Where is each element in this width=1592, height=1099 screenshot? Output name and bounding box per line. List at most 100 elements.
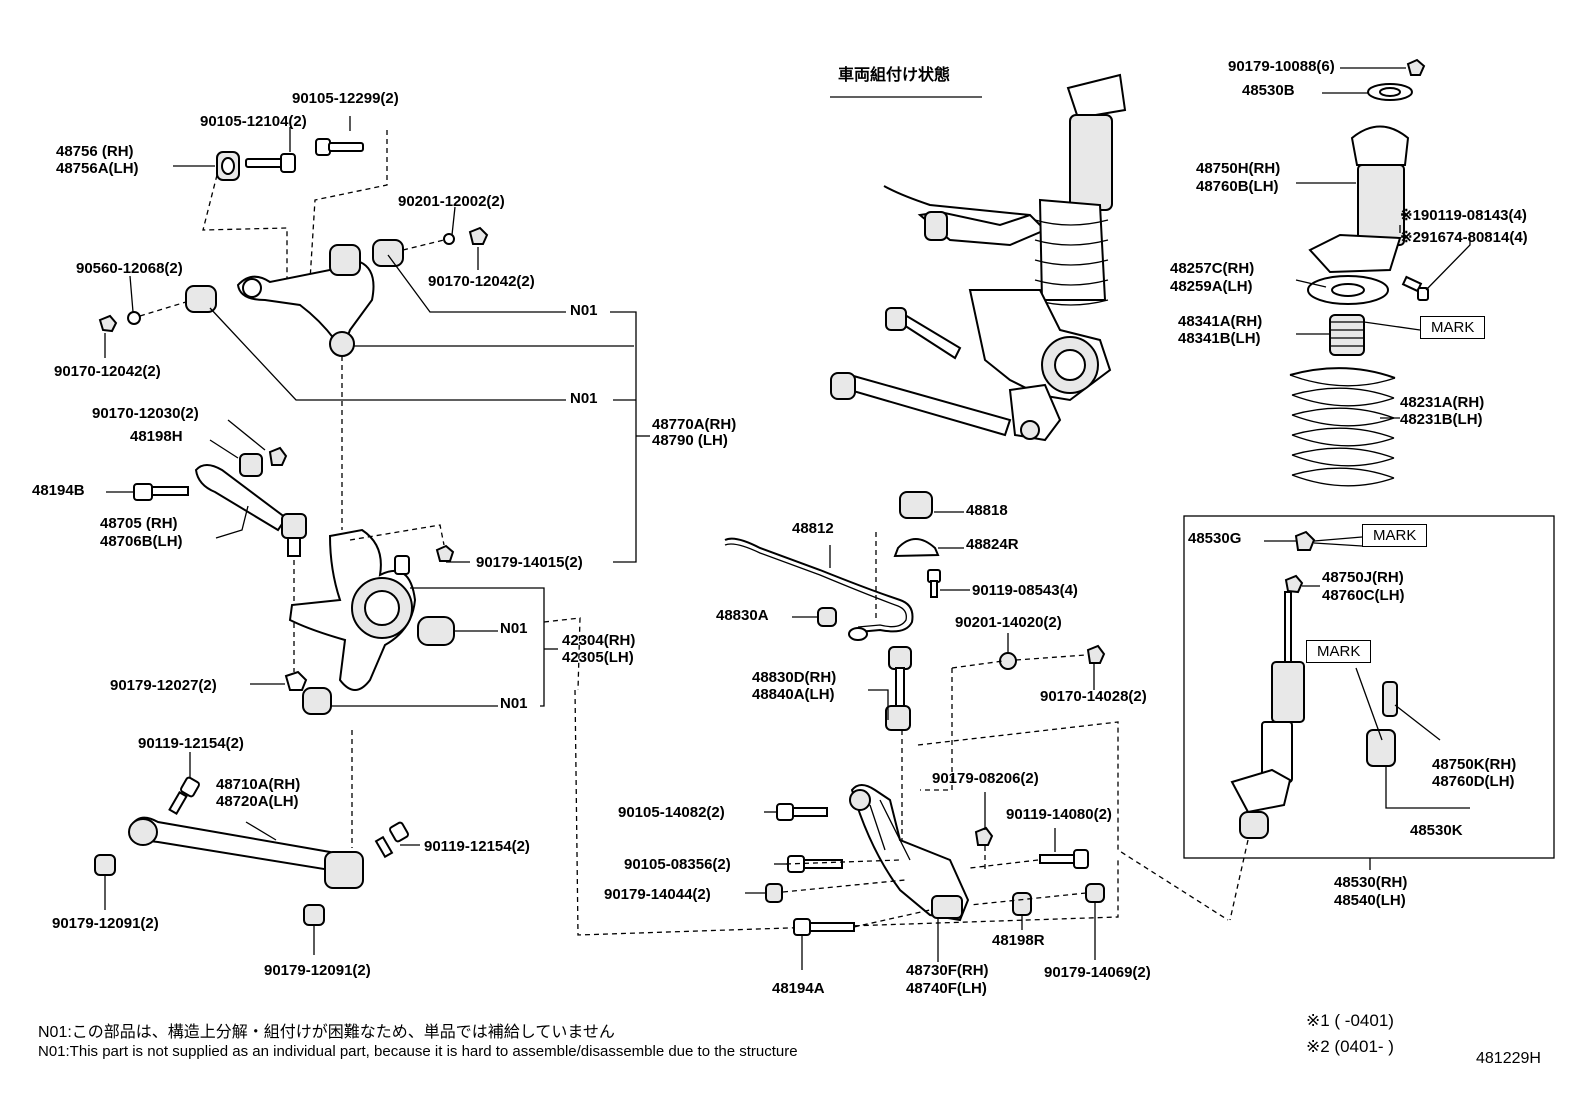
label-48790-lh[interactable]: 48790 (LH) (652, 432, 728, 449)
label-48760d-lh[interactable]: 48760D(LH) (1432, 773, 1515, 790)
label-90170-12030[interactable]: 90170-12030(2) (92, 405, 199, 422)
label-90105-12104[interactable]: 90105-12104(2) (200, 113, 307, 130)
label-42304-rh[interactable]: 42304(RH) (562, 632, 636, 649)
label-48198r[interactable]: 48198R (992, 932, 1045, 949)
mark-box-bumper: MARK (1420, 316, 1486, 339)
nut-48750j (1284, 574, 1304, 594)
label-90201-14020[interactable]: 90201-14020(2) (955, 614, 1062, 631)
bolt-48194a (793, 918, 855, 936)
bushing-90179-14044 (765, 883, 783, 903)
bolt-90105-14082 (776, 803, 828, 821)
label-90170-12042-left[interactable]: 90170-12042(2) (54, 363, 161, 380)
label-48750j-rh[interactable]: 48750J(RH) (1322, 569, 1404, 586)
label-90119-14080[interactable]: 90119-14080(2) (1006, 806, 1112, 823)
bumper-48341a (1329, 314, 1365, 356)
mark-box-shock: MARK (1306, 640, 1372, 663)
bolt-90119-12154-b (374, 821, 409, 859)
label-90179-10088[interactable]: 90179-10088(6) (1228, 58, 1335, 75)
link-48710a (128, 816, 364, 889)
label-90170-12042-right[interactable]: 90170-12042(2) (428, 273, 535, 290)
label-48198h[interactable]: 48198H (130, 428, 183, 445)
bushing-upper-left (185, 285, 217, 313)
label-90119-12154-top[interactable]: 90119-12154(2) (138, 735, 244, 752)
bushing-48198r (1012, 892, 1032, 916)
bracket-48824r (893, 538, 940, 558)
label-48740f-lh[interactable]: 48740F(LH) (906, 980, 987, 997)
label-48770a-rh[interactable]: 48770A(RH) (652, 416, 737, 433)
label-48231a-rh[interactable]: 48231A(RH) (1400, 394, 1485, 411)
label-48840a-lh[interactable]: 48840A(LH) (752, 686, 835, 703)
bushing-upper-right (372, 239, 404, 267)
spring-48231a (1289, 367, 1396, 487)
arm-48705 (194, 464, 307, 557)
label-90179-12027[interactable]: 90179-12027(2) (110, 677, 217, 694)
label-90170-14028[interactable]: 90170-14028(2) (1040, 688, 1147, 705)
seat-48257c (1307, 275, 1389, 305)
bushing-48756 (216, 151, 240, 181)
label-48530g[interactable]: 48530G (1188, 530, 1242, 547)
footnote-1: ※1 ( -0401) (1306, 1011, 1394, 1030)
label-48194b[interactable]: 48194B (32, 482, 85, 499)
label-48540-lh[interactable]: 48540(LH) (1334, 892, 1406, 909)
footnote-2: ※2 (0401- ) (1306, 1037, 1394, 1056)
label-48730f-rh[interactable]: 48730F(RH) (906, 962, 989, 979)
label-48760b-lh[interactable]: 48760B(LH) (1196, 178, 1279, 195)
support-48750h (1308, 125, 1410, 274)
label-48530k[interactable]: 48530K (1410, 822, 1463, 839)
label-90179-12091-left[interactable]: 90179-12091(2) (52, 915, 159, 932)
label-90105-08356[interactable]: 90105-08356(2) (624, 856, 731, 873)
label-48341b-lh[interactable]: 48341B(LH) (1178, 330, 1261, 347)
label-90179-14044[interactable]: 90179-14044(2) (604, 886, 711, 903)
label-48750h-rh[interactable]: 48750H(RH) (1196, 160, 1281, 177)
label-48257c-rh[interactable]: 48257C(RH) (1170, 260, 1255, 277)
label-48706b-lh[interactable]: 48706B(LH) (100, 533, 183, 550)
insulator-48530b (1367, 83, 1413, 101)
knuckle-42304 (288, 528, 417, 691)
label-90179-14015[interactable]: 90179-14015(2) (476, 554, 583, 571)
label-48194a[interactable]: 48194A (772, 980, 825, 997)
label-48760c-lh[interactable]: 48760C(LH) (1322, 587, 1405, 604)
label-90119-08143[interactable]: ※190119-08143(4) (1400, 207, 1527, 224)
label-48824r[interactable]: 48824R (966, 536, 1019, 553)
label-48530-rh[interactable]: 48530(RH) (1334, 874, 1408, 891)
lower-arm-48730f (849, 784, 970, 922)
label-42305-lh[interactable]: 42305(LH) (562, 649, 634, 666)
label-48830d-rh[interactable]: 48830D(RH) (752, 669, 837, 686)
label-90201-12002[interactable]: 90201-12002(2) (398, 193, 505, 210)
label-48259a-lh[interactable]: 48259A(LH) (1170, 278, 1253, 295)
label-48756-rh[interactable]: 48756 (RH) (56, 143, 134, 160)
label-90179-12091-bottom[interactable]: 90179-12091(2) (264, 962, 371, 979)
label-90119-08543[interactable]: 90119-08543(4) (972, 582, 1078, 599)
label-90179-14069[interactable]: 90179-14069(2) (1044, 964, 1151, 981)
label-48530b[interactable]: 48530B (1242, 82, 1295, 99)
label-48756a-lh[interactable]: 48756A(LH) (56, 160, 139, 177)
label-90105-14082[interactable]: 90105-14082(2) (618, 804, 725, 821)
label-48341a-rh[interactable]: 48341A(RH) (1178, 313, 1263, 330)
label-48231b-lh[interactable]: 48231B(LH) (1400, 411, 1483, 428)
mark-box-nut: MARK (1362, 524, 1428, 547)
note-japanese: N01:この部品は、構造上分解・組付けが困難なため、単品では補給していません (38, 1024, 615, 1041)
label-90560-12068[interactable]: 90560-12068(2) (76, 260, 183, 277)
upper-arm-48770a (236, 244, 375, 357)
label-90179-08206[interactable]: 90179-08206(2) (932, 770, 1039, 787)
label-n01-middle: N01 (570, 390, 598, 407)
label-90105-12299[interactable]: 90105-12299(2) (292, 90, 399, 107)
label-48705-rh[interactable]: 48705 (RH) (100, 515, 178, 532)
bolt-90105-12104 (245, 153, 296, 173)
nut-90170-14028 (1086, 644, 1106, 664)
assembled-suspension-view (830, 73, 1127, 442)
label-48750k-rh[interactable]: 48750K(RH) (1432, 756, 1517, 773)
label-91674-80814[interactable]: ※291674-80814(4) (1400, 229, 1528, 246)
label-48812[interactable]: 48812 (792, 520, 834, 537)
label-48710a-rh[interactable]: 48710A(RH) (216, 776, 301, 793)
label-90119-12154-right[interactable]: 90119-12154(2) (424, 838, 530, 855)
note-english: N01:This part is not supplied as an indi… (38, 1043, 798, 1060)
label-48818[interactable]: 48818 (966, 502, 1008, 519)
shock-absorber (1230, 591, 1305, 839)
nut-90179-12091-b (303, 904, 325, 926)
bolt-91674 (1401, 275, 1429, 301)
label-n01-upper: N01 (570, 302, 598, 319)
label-48830a[interactable]: 48830A (716, 607, 769, 624)
label-48720a-lh[interactable]: 48720A(LH) (216, 793, 299, 810)
